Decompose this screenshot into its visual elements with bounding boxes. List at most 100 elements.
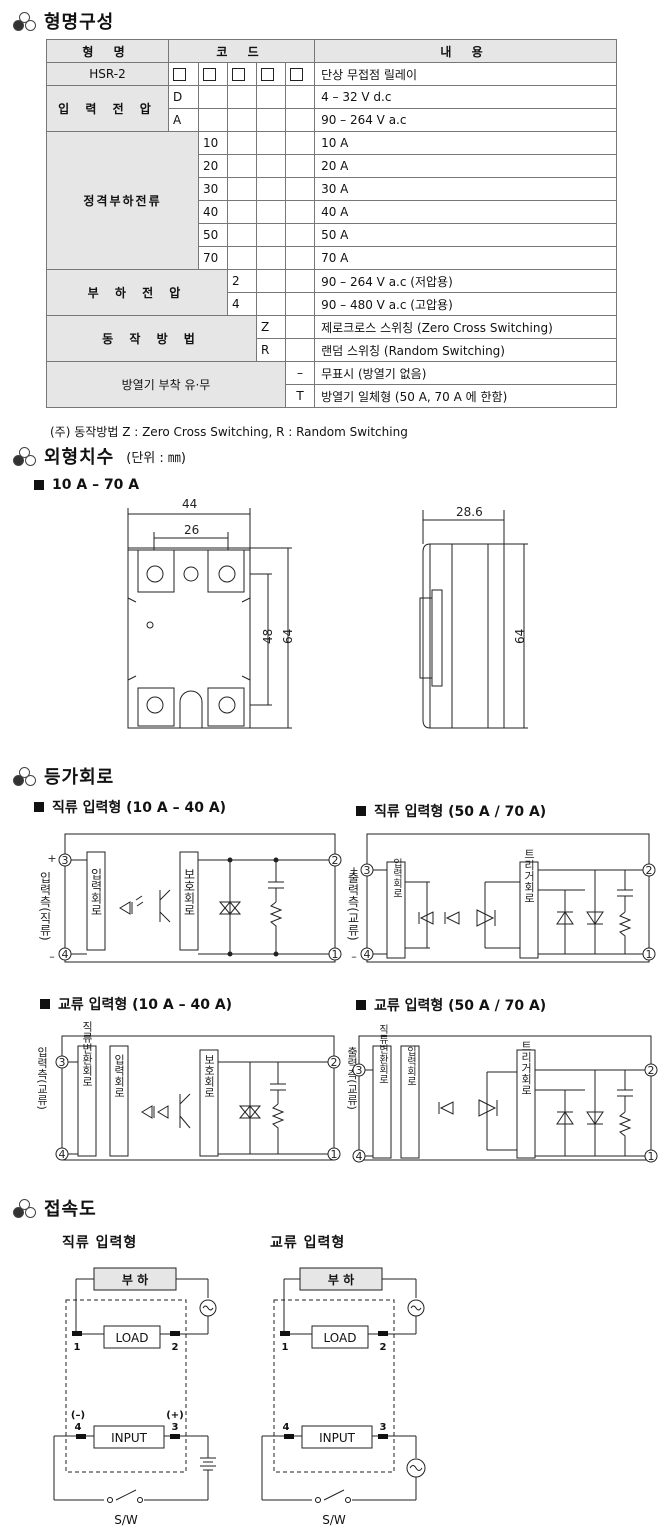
- load-label: LOAD: [324, 1331, 357, 1345]
- load-label: 부 하 전 압: [46, 269, 228, 316]
- desc-cell: 70 A: [314, 246, 617, 270]
- terminal-1: 1: [332, 948, 339, 961]
- terminal-2: 2: [646, 864, 653, 877]
- terminal-1: 1: [331, 1148, 338, 1161]
- wiring-ac-title: 교류 입력형: [270, 1235, 346, 1251]
- output-side-label: 출력측(교류): [346, 1046, 359, 1110]
- circuit-dc-large: 3 4 2 1 + – 입력회로 트리거회로: [349, 833, 656, 963]
- load-kr-label: 부 하: [122, 1272, 148, 1287]
- dim-64-side: 64: [513, 629, 527, 644]
- code-cell: 4: [227, 292, 257, 316]
- ac-large-subtitle: 교류 입력형 (50 A / 70 A): [356, 995, 546, 1015]
- terminal-3: 3: [356, 1064, 363, 1077]
- circuit-ac-small: 3 4 2 1 직류변환회로 입력회로 보호회로 입력측(교류) 출력측(교류): [36, 1021, 359, 1161]
- square-bullet-icon: [34, 802, 44, 812]
- code-cell: 10: [198, 131, 228, 155]
- dim-64: 64: [281, 629, 295, 644]
- protect-circuit-label: 보호회로: [182, 868, 196, 916]
- input-circuit-label: 입력회로: [113, 1054, 126, 1098]
- minus-sign: –: [49, 950, 55, 963]
- input-label: INPUT: [319, 1431, 356, 1445]
- method-label: 동 작 방 법: [46, 315, 257, 362]
- load-label: LOAD: [116, 1331, 149, 1345]
- code-cell: –: [284, 361, 316, 385]
- plus-sign: +: [47, 852, 56, 865]
- terminal-1: 1: [646, 948, 653, 961]
- code-cell: 2: [227, 269, 257, 293]
- wiring-dc-title: 직류 입력형: [62, 1235, 138, 1251]
- code-box: [290, 68, 303, 81]
- terminal-3: 3: [364, 864, 371, 877]
- desc-cell: 40 A: [314, 200, 617, 224]
- desc-cell: 4 – 32 V d.c: [314, 85, 617, 109]
- terminal-1: 1: [648, 1150, 655, 1163]
- section-title-model: 형명구성: [12, 8, 114, 34]
- desc-cell: 30 A: [314, 177, 617, 201]
- model-desc: 단상 무접점 릴레이: [314, 62, 617, 86]
- footnote: (주) 동작방법 Z : Zero Cross Switching, R : R…: [50, 425, 408, 439]
- front-view-drawing: 44 26 48 64 28.6 64: [127, 497, 528, 729]
- input-circuit-label: 입력회로: [405, 1045, 417, 1086]
- trigger-circuit-label: 트리거회로: [520, 1041, 533, 1096]
- section-title-wiring: 접속도: [12, 1195, 97, 1221]
- input-circuit-label: 입력회로: [89, 868, 103, 916]
- dim-44: 44: [182, 497, 197, 511]
- desc-cell: 무표시 (방열기 없음): [314, 361, 617, 385]
- header-model: 형 명: [46, 39, 169, 63]
- code-cell: 30: [198, 177, 228, 201]
- desc-cell: 랜덤 스위칭 (Random Switching): [314, 338, 617, 362]
- code-cell: D: [168, 85, 199, 109]
- output-side-label: 출력측(교류): [346, 871, 360, 941]
- heatsink-label: 방열기 부착 유·무: [46, 361, 286, 408]
- section-title-equivalent-circuit: 등가회로: [12, 763, 114, 789]
- switch-label: S/W: [322, 1513, 346, 1527]
- desc-cell: 90 – 264 V a.c (저압용): [314, 269, 617, 293]
- terminal-2: 2: [331, 1056, 338, 1069]
- node-4: 4: [283, 1422, 290, 1433]
- desc-cell: 90 – 480 V a.c (고압용): [314, 292, 617, 316]
- code-cell: Z: [256, 315, 286, 339]
- model-cell: HSR-2: [46, 62, 169, 86]
- circuit-ac-large: 3 4 2 1 직류변환회로 입력회로 트리거회로: [352, 1024, 658, 1163]
- protect-circuit-label: 보호회로: [203, 1054, 216, 1098]
- pos-label: (+): [166, 1410, 184, 1421]
- circles-icon: [12, 767, 36, 786]
- terminal-2: 2: [332, 854, 339, 867]
- dim-48: 48: [261, 629, 275, 644]
- desc-cell: 20 A: [314, 154, 617, 178]
- terminal-4: 4: [364, 948, 371, 961]
- terminal-4: 4: [62, 948, 69, 961]
- minus-sign: –: [351, 950, 357, 963]
- desc-cell: 50 A: [314, 223, 617, 247]
- node-3: 3: [380, 1422, 387, 1433]
- node-4: 4: [75, 1422, 82, 1433]
- node-2: 2: [172, 1342, 179, 1353]
- wiring-dc-diagram: 부 하 LOAD INPUT 1 2 4 3 (–) (+) S/W: [53, 1267, 217, 1527]
- circles-icon: [12, 447, 36, 466]
- load-kr-label: 부 하: [328, 1272, 354, 1287]
- code-box: [232, 68, 245, 81]
- trigger-circuit-label: 트리거회로: [523, 849, 536, 904]
- terminal-4: 4: [356, 1150, 363, 1163]
- node-2: 2: [380, 1342, 387, 1353]
- section-title-dimensions: 외형치수 (단위 : ㎜): [12, 443, 186, 469]
- input-label: INPUT: [111, 1431, 148, 1445]
- terminal-2: 2: [648, 1064, 655, 1077]
- desc-cell: 10 A: [314, 131, 617, 155]
- header-code: 코 드: [167, 39, 316, 63]
- code-cell: 50: [198, 223, 228, 247]
- desc-cell: 방열기 일체형 (50 A, 70 A 에 한함): [314, 384, 617, 408]
- desc-cell: 제로크로스 스위칭 (Zero Cross Switching): [314, 315, 617, 339]
- code-cell: R: [256, 338, 286, 362]
- square-bullet-icon: [356, 806, 366, 816]
- circles-icon: [12, 12, 36, 31]
- wiring-ac-diagram: 부 하 LOAD INPUT 1 2 4 3 S/W: [261, 1267, 426, 1527]
- dims-subtitle: 10 A – 70 A: [34, 477, 139, 493]
- dim-28-6: 28.6: [456, 505, 483, 519]
- converter-circuit-label: 직류변환회로: [377, 1024, 389, 1084]
- neg-label: (–): [71, 1410, 85, 1421]
- dc-small-subtitle: 직류 입력형 (10 A – 40 A): [34, 797, 226, 817]
- circuit-dc-small: 3 4 2 1 + – 입력회로 보호회로 입력측(직류) 출력측(교류): [38, 833, 360, 963]
- dc-large-subtitle: 직류 입력형 (50 A / 70 A): [356, 801, 546, 821]
- square-bullet-icon: [34, 480, 44, 490]
